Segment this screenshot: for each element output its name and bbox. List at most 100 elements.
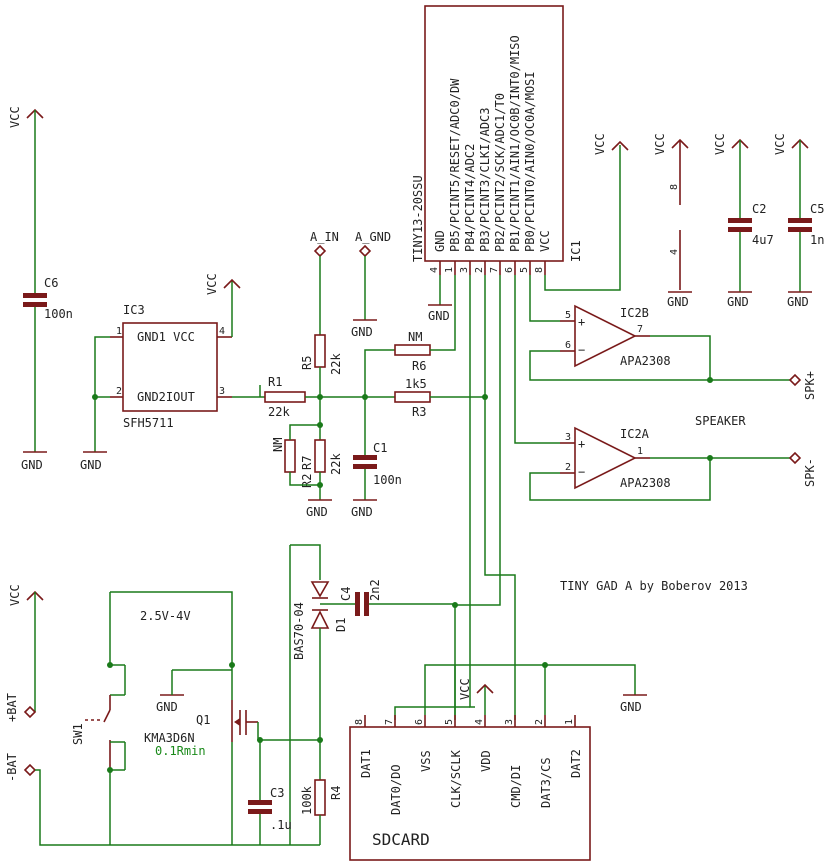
spk-plus-terminal: SPK+ <box>788 371 817 400</box>
svg-text:3: 3 <box>219 386 225 397</box>
ic1-pin-num-6: 6 <box>504 267 515 273</box>
svg-text:GND1 VCC: GND1 VCC <box>137 330 195 344</box>
sdcard: SDCARD 8 7 6 5 4 3 2 1 DAT1 DAT0/DO VSS … <box>349 715 591 861</box>
r3 <box>394 391 431 403</box>
svg-text:1: 1 <box>564 719 575 725</box>
svg-text:VCC: VCC <box>773 133 787 155</box>
ic2-power: VCC 8 4 GND <box>653 133 692 309</box>
ic2-pin4: 4 <box>669 249 680 255</box>
r5-value: 22k <box>329 353 343 375</box>
svg-text:VSS: VSS <box>419 750 433 772</box>
svg-text:2: 2 <box>116 386 122 397</box>
ic1-body <box>424 5 564 262</box>
r4 <box>314 779 326 816</box>
ic2a-ref: IC2A <box>620 427 650 441</box>
svg-text:VCC: VCC <box>653 133 667 155</box>
ic2-pin8: 8 <box>669 184 680 190</box>
r7 <box>314 439 326 473</box>
c2-ref: C2 <box>752 202 766 216</box>
ic1-pin-name-pb1: PB1/PCINT1/AIN1/OC0B/INT0/MISO <box>508 35 522 252</box>
r2 <box>284 439 296 473</box>
r7-ref: R7 <box>300 456 314 470</box>
svg-text:3: 3 <box>565 432 571 443</box>
c6-ref: C6 <box>44 276 58 290</box>
ic3-part: SFH5711 <box>123 416 174 430</box>
svg-text:VCC: VCC <box>713 133 727 155</box>
svg-text:GND: GND <box>351 325 373 339</box>
ic1-pin-name-vcc: VCC <box>538 230 552 252</box>
svg-text:2: 2 <box>534 719 545 725</box>
c6: VCC GND C6 100n <box>8 106 73 472</box>
svg-text:CMD/DI: CMD/DI <box>509 765 523 808</box>
svg-text:VCC: VCC <box>205 273 219 295</box>
sdcard-label: SDCARD <box>372 830 430 849</box>
svg-text:GND: GND <box>306 505 328 519</box>
svg-text:7: 7 <box>384 719 395 725</box>
svg-text:3: 3 <box>504 719 515 725</box>
svg-text:2: 2 <box>565 462 571 473</box>
svg-text:DAT2: DAT2 <box>569 749 583 778</box>
svg-text:GND: GND <box>620 700 642 714</box>
svg-text:4: 4 <box>474 719 485 725</box>
c4-ref: C4 <box>339 587 353 601</box>
r5-ref: R5 <box>300 356 314 370</box>
ic1-pin-name-pb3: PB3/PCINT3/CLKI/ADC3 <box>478 108 492 253</box>
ic1-pin-name-pb4: PB4/PCINT4/ADC2 <box>463 144 477 252</box>
r1 <box>264 391 306 403</box>
ic3-ref: IC3 <box>123 303 145 317</box>
r3-value: 1k5 <box>405 377 427 391</box>
ic1-pin-num-3: 3 <box>459 267 470 273</box>
r6 <box>394 344 431 356</box>
svg-text:GND: GND <box>428 309 450 323</box>
r4-value: 100k <box>300 785 314 815</box>
svg-text:5: 5 <box>565 310 571 321</box>
c5-ref: C5 <box>810 202 824 216</box>
ic1-pin-name-gnd: GND <box>433 230 447 252</box>
ic1-pin-num-8: 8 <box>534 267 545 273</box>
svg-text:+: + <box>578 437 585 451</box>
r6-value: NM <box>408 330 422 344</box>
ic2b-ref: IC2B <box>620 306 649 320</box>
voltage-range-label: 2.5V-4V <box>140 609 191 623</box>
c1-value: 100n <box>373 473 402 487</box>
r7-value: 22k <box>329 453 343 475</box>
svg-text:VCC: VCC <box>458 678 472 700</box>
svg-text:+BAT: +BAT <box>5 693 19 722</box>
ic1-pin-num-5: 5 <box>519 267 530 273</box>
svg-text:GND: GND <box>667 295 689 309</box>
c5-value: 1n <box>810 233 824 247</box>
svg-text:VCC: VCC <box>8 106 22 128</box>
svg-text:DAT0/DO: DAT0/DO <box>389 764 403 815</box>
ic1-pin-name-pb5: PB5/PCINT5/RESET/ADC0/DW <box>448 78 462 252</box>
ic2b-opamp: + − IC2B APA2308 5 6 7 <box>560 304 671 368</box>
spk-minus-terminal: SPK- <box>788 451 817 487</box>
d1-ref: D1 <box>334 618 348 632</box>
svg-text:+: + <box>578 315 585 329</box>
c6-value: 100n <box>44 307 73 321</box>
ic1-pin-num-2: 2 <box>474 267 485 273</box>
svg-text:7: 7 <box>637 324 643 335</box>
svg-text:GND: GND <box>727 295 749 309</box>
gnd-symbol-ic1: GND <box>428 304 452 323</box>
svg-text:5: 5 <box>444 719 455 725</box>
r1-value: 22k <box>268 405 290 419</box>
svg-text:1: 1 <box>637 446 643 457</box>
r1-ref: R1 <box>268 375 282 389</box>
ic2a-opamp: + − IC2A APA2308 3 2 1 <box>560 426 671 490</box>
bat-plus-terminal: +BAT <box>5 693 37 722</box>
sw1-ref: SW1 <box>71 723 85 745</box>
ic2b-part: APA2308 <box>620 354 671 368</box>
a-in-terminal: A_IN <box>310 230 339 258</box>
c2-value: 4u7 <box>752 233 774 247</box>
vcc-symbol-ic1: VCC <box>593 133 629 155</box>
ic1-pin-num-4: 4 <box>429 267 440 273</box>
c2: VCC GND C2 4u7 <box>713 133 774 309</box>
ic1: TINY13-20SSU IC1 GND PB5/PCINT5/RESET/AD… <box>411 5 583 275</box>
d1-part: BAS70-04 <box>292 602 306 660</box>
a-gnd-terminal: A_GND <box>355 230 391 258</box>
svg-text:A_IN: A_IN <box>310 230 339 244</box>
svg-text:DAT1: DAT1 <box>359 749 373 778</box>
svg-text:GND: GND <box>156 700 178 714</box>
bat-minus-terminal: -BAT <box>5 753 37 782</box>
